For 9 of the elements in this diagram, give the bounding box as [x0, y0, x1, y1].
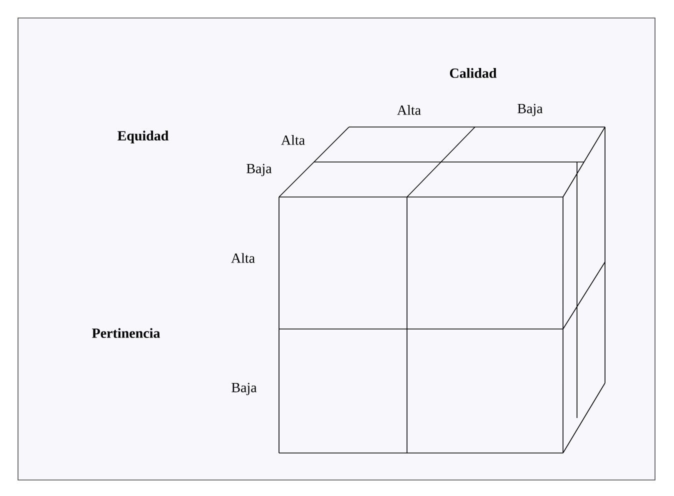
- axis-label: Alta: [397, 105, 421, 115]
- axis-label: Baja: [232, 382, 257, 396]
- axis-label: Alta: [231, 253, 255, 263]
- axis-title: Pertinencia: [92, 328, 160, 338]
- axis-label: Baja: [246, 164, 272, 176]
- axis-title: Calidad: [450, 68, 497, 78]
- axis-label: Alta: [281, 135, 305, 145]
- axis-label: Baja: [518, 104, 543, 116]
- axis-title: Equidad: [118, 130, 169, 144]
